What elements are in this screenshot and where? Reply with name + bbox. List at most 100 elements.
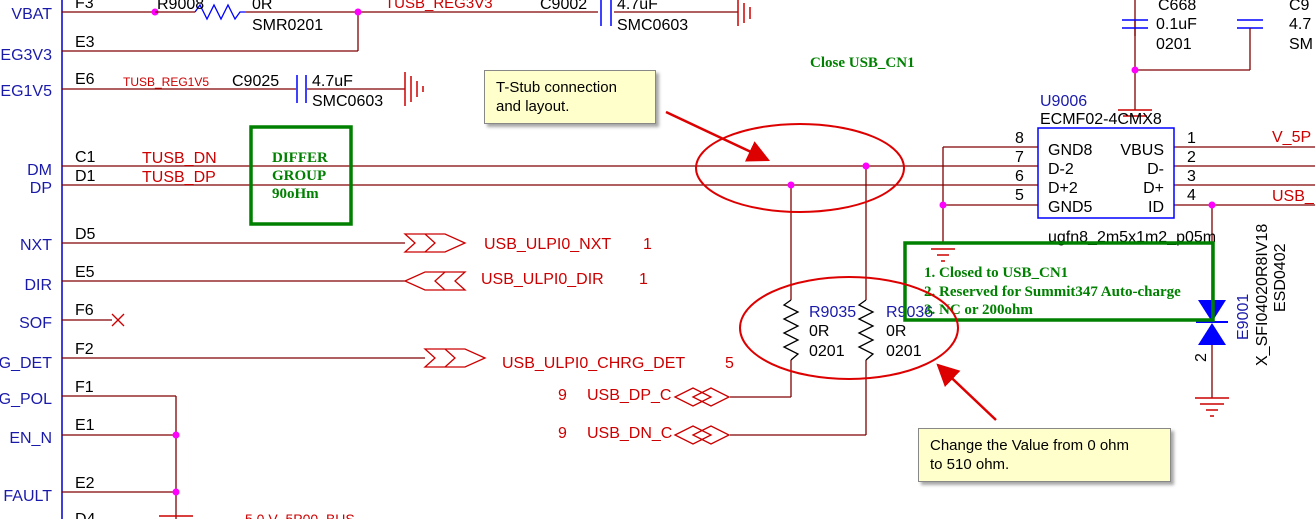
u9006-pin8-name: GND8 bbox=[1048, 142, 1093, 159]
pin-d4: D4 bbox=[75, 511, 96, 519]
close-usb-note: Close USB_CN1 bbox=[810, 55, 915, 71]
r9008-value: 0R bbox=[252, 0, 272, 13]
capacitor-c-right: C9 4.7 SM bbox=[1237, 0, 1313, 53]
r9035-package: 0201 bbox=[809, 343, 845, 360]
r9036-ref: R9036 bbox=[886, 304, 933, 321]
differ-group-line3: 90oHm bbox=[272, 186, 319, 202]
port-usb-ulpi0-chrg-det-page: 5 bbox=[725, 355, 734, 372]
resistor-highlight-ellipse bbox=[739, 276, 959, 380]
offpage-labels: USB_ULPI0_NXT 1 USB_ULPI0_DIR 1 USB_ULPI… bbox=[481, 236, 734, 442]
pin-e2: E2 bbox=[75, 475, 95, 492]
r9036-package: 0201 bbox=[886, 343, 922, 360]
port-dp: DP bbox=[30, 180, 52, 197]
e9001-package: ESD0402 bbox=[1272, 243, 1289, 312]
pin-d1: D1 bbox=[75, 168, 96, 185]
pin-e1: E1 bbox=[75, 417, 95, 434]
u9006-pin5-name: GND5 bbox=[1048, 199, 1093, 216]
u9006-pin6-num: 6 bbox=[1015, 168, 1024, 185]
u9006-pin1-num: 1 bbox=[1187, 130, 1196, 147]
port-g-det: G_DET bbox=[0, 355, 52, 372]
pin-numbers: F3 E3 E6 C1 D1 D5 E5 F6 F2 F1 E1 E2 D4 bbox=[75, 0, 96, 519]
change-value-line1: Change the Value from 0 ohm bbox=[930, 437, 1130, 454]
chip-u9006: U9006 ECMF02-4CMX8 ugfn8_2m5x1m2_p05m 8 … bbox=[1015, 93, 1216, 246]
net-tusb-reg3v3: TUSB_REG3V3 bbox=[385, 0, 493, 12]
u9006-pin7-num: 7 bbox=[1015, 149, 1024, 166]
r9036-value: 0R bbox=[886, 323, 906, 340]
note-line2: 2. Reserved for Summit347 Auto-charge bbox=[924, 284, 1181, 300]
port-usb-ulpi0-nxt-page: 1 bbox=[643, 236, 652, 253]
port-usb-dp-c: USB_DP_C bbox=[587, 387, 671, 404]
note-line3: 3. NC or 200ohm bbox=[924, 302, 1033, 318]
junctions bbox=[151, 8, 1216, 496]
differ-group-line1: DIFFER bbox=[272, 150, 328, 166]
u9006-pin7-name: D-2 bbox=[1048, 161, 1074, 178]
port-nxt: NXT bbox=[20, 237, 52, 254]
c9002-package: SMC0603 bbox=[617, 17, 688, 34]
c9025-ref: C9025 bbox=[232, 73, 279, 90]
port-en-n: EN_N bbox=[9, 430, 52, 447]
differ-group-box bbox=[249, 125, 353, 226]
capacitor-c668: C668 0.1uF 0201 bbox=[1122, 0, 1197, 53]
wires bbox=[62, 0, 1315, 519]
u9006-pin2-num: 2 bbox=[1187, 149, 1196, 166]
u9006-pin3-name: D+ bbox=[1143, 180, 1164, 197]
c-right-package: SM bbox=[1289, 36, 1313, 53]
port-usb-ulpi0-nxt: USB_ULPI0_NXT bbox=[484, 236, 611, 253]
change-value-line2: to 510 ohm. bbox=[930, 456, 1010, 473]
notes-text: 1. Closed to USB_CN1 2. Reserved for Sum… bbox=[924, 265, 1181, 318]
capacitor-c9002: C9002 4.7uF SMC0603 bbox=[540, 0, 688, 34]
u9006-pin6-name: D+2 bbox=[1048, 180, 1078, 197]
net-tusb-reg1v5: TUSB_REG1V5 bbox=[123, 75, 209, 89]
pin-c1: C1 bbox=[75, 149, 96, 166]
port-fault: FAULT bbox=[3, 488, 52, 505]
u9006-ref: U9006 bbox=[1040, 93, 1087, 110]
r9008-ref: R9008 bbox=[157, 0, 204, 13]
offpage-connectors bbox=[403, 233, 731, 445]
port-dm: DM bbox=[27, 162, 52, 179]
port-dir: DIR bbox=[24, 277, 52, 294]
change-value-arrow bbox=[936, 363, 997, 421]
c9002-value: 4.7uF bbox=[617, 0, 658, 13]
net-bottom: 5.0 V_5P00_BUS bbox=[245, 511, 355, 519]
net-usb-right: USB_ bbox=[1272, 188, 1315, 205]
differ-group-text: DIFFER GROUP 90oHm bbox=[272, 150, 328, 202]
ground-e9001 bbox=[1195, 397, 1229, 417]
ground-u9006-top bbox=[1118, 109, 1152, 117]
left-port-labels: VBAT EG3V3 EG1V5 DM DP NXT DIR SOF G_DET… bbox=[0, 6, 52, 505]
resistor-r9036: R9036 0R 0201 bbox=[857, 299, 933, 361]
c9025-package: SMC0603 bbox=[312, 93, 383, 110]
differ-group-line2: GROUP bbox=[272, 168, 326, 184]
e9001-ref: E9001 bbox=[1235, 294, 1252, 340]
port-usb-ulpi0-dir-page: 1 bbox=[639, 271, 648, 288]
net-tusb-dn: TUSB_DN bbox=[142, 150, 217, 167]
c-right-ref: C9 bbox=[1289, 0, 1310, 14]
r9035-value: 0R bbox=[809, 323, 829, 340]
pin-f3: F3 bbox=[75, 0, 94, 12]
resistor-r9035: R9035 0R 0201 bbox=[782, 299, 856, 361]
net-v-5p: V_5P bbox=[1272, 129, 1311, 146]
esd-diode-e9001: E9001 X_SFI04020R8IV18 ESD0402 2 bbox=[1193, 224, 1289, 366]
u9006-pin1-name: VBUS bbox=[1120, 142, 1164, 159]
r9008-package: SMR0201 bbox=[252, 17, 323, 34]
port-vbat: VBAT bbox=[11, 6, 52, 23]
port-usb-ulpi0-dir: USB_ULPI0_DIR bbox=[481, 271, 604, 288]
port-eg1v5: EG1V5 bbox=[0, 83, 52, 100]
r9035-ref: R9035 bbox=[809, 304, 856, 321]
c668-package: 0201 bbox=[1156, 36, 1192, 53]
pin-f1: F1 bbox=[75, 379, 94, 396]
u9006-pin3-num: 3 bbox=[1187, 168, 1196, 185]
port-usb-dp-c-page: 9 bbox=[558, 387, 567, 404]
tstub-callout: T-Stub connection and layout. bbox=[484, 70, 656, 124]
pin-f2: F2 bbox=[75, 341, 94, 358]
note-line1: 1. Closed to USB_CN1 bbox=[924, 265, 1068, 281]
port-g-pol: G_POL bbox=[0, 391, 52, 408]
pin-f6: F6 bbox=[75, 302, 94, 319]
port-sof: SOF bbox=[19, 315, 52, 332]
c-right-value: 4.7 bbox=[1289, 16, 1311, 33]
pin-e5: E5 bbox=[75, 264, 95, 281]
tstub-arrow bbox=[665, 110, 771, 162]
e9001-part: X_SFI04020R8IV18 bbox=[1254, 224, 1271, 366]
ground-c9002 bbox=[737, 0, 751, 26]
notes-box bbox=[903, 241, 1215, 322]
